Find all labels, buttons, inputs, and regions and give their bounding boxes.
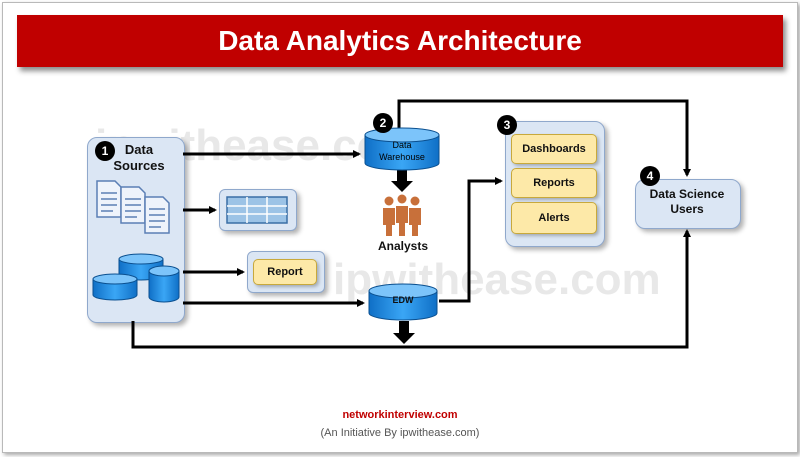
arrow-warehouse-to-analysts (391, 170, 413, 192)
step-3-badge: 3 (497, 115, 517, 135)
data-science-users-label-line2: Users (670, 202, 704, 216)
step-4-badge: 4 (640, 166, 660, 186)
data-warehouse-label-line1: Data (392, 140, 412, 150)
output-dashboards: Dashboards (511, 134, 597, 164)
title-banner: Data Analytics Architecture (17, 15, 783, 67)
database-cylinders (92, 253, 180, 303)
arrow-edw-to-outputs (439, 177, 503, 303)
data-science-users-label: Data Science Users (635, 187, 739, 217)
step-1-badge: 1 (95, 141, 115, 161)
arrow-sources-to-users-bottom (131, 229, 691, 349)
footer-note: (An Initiative By ipwithease.com) (320, 427, 480, 439)
edw-label: EDW (392, 295, 414, 305)
data-science-users-label-line1: Data Science (649, 187, 725, 201)
page-title: Data Analytics Architecture (218, 25, 582, 56)
data-warehouse-label-line2: Warehouse (379, 152, 425, 162)
analysts-label: Analysts (377, 239, 429, 253)
data-sources-label-line1: Data (124, 142, 154, 157)
diagram-graphics (92, 99, 691, 349)
step-2-badge: 2 (373, 113, 393, 133)
table-grid-icon (226, 196, 288, 224)
output-reports: Reports (511, 168, 597, 198)
arrow-edw-down (393, 321, 415, 344)
data-sources-label: Data Sources (107, 142, 171, 174)
report-box: Report (253, 259, 317, 285)
analysts-icon (383, 194, 421, 236)
data-science-users-panel (635, 179, 741, 229)
data-warehouse-label: Data Warehouse (365, 139, 439, 163)
connector-arrows (131, 99, 691, 349)
edw-cylinder (368, 283, 438, 321)
output-alerts: Alerts (511, 202, 597, 234)
footer-site: networkinterview.com (342, 409, 458, 421)
documents-icon (96, 180, 170, 234)
data-sources-label-line2: Sources (113, 158, 165, 173)
arrow-warehouse-to-users (397, 99, 691, 177)
